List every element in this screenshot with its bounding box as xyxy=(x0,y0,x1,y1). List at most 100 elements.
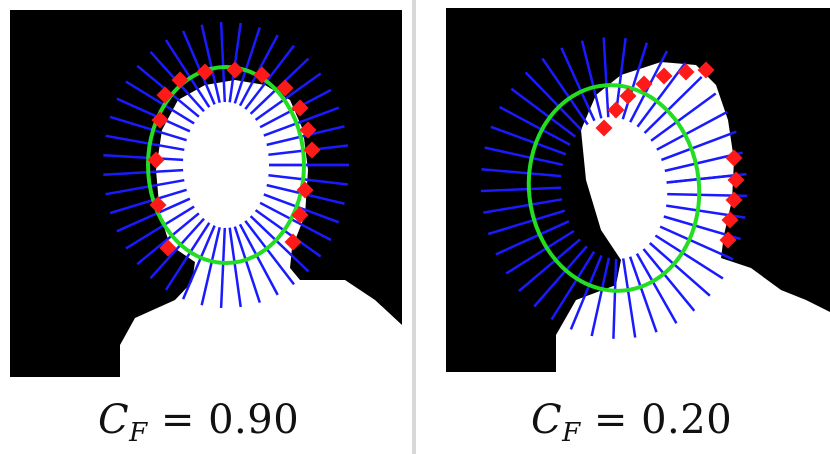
right-normal-line xyxy=(648,242,711,297)
right-normal-line xyxy=(602,37,610,118)
left-contour-point xyxy=(303,141,321,159)
left-contour-point xyxy=(296,181,314,199)
left-contour-point xyxy=(291,206,309,224)
right-silhouette xyxy=(556,62,830,372)
left-normal-line xyxy=(268,173,349,186)
right-contour-point xyxy=(619,87,637,105)
right-normal-line xyxy=(580,40,603,119)
left-contour-point xyxy=(284,233,302,251)
left-caption-symbol: C xyxy=(98,397,130,443)
right-normal-line xyxy=(541,57,589,126)
right-contour-point xyxy=(727,171,745,189)
right-fitted-ellipse xyxy=(526,83,702,293)
left-normal-line xyxy=(233,27,261,104)
right-contour-point xyxy=(725,149,743,167)
right-normal-line xyxy=(490,125,567,156)
left-normal-line xyxy=(125,205,195,250)
left-normal-line xyxy=(105,178,185,196)
right-normal-line xyxy=(621,258,637,338)
left-fitted-ellipse xyxy=(146,65,306,265)
right-normal-line xyxy=(480,186,561,193)
left-normal-line xyxy=(116,197,191,233)
right-contour-points xyxy=(595,61,745,249)
left-normal-line xyxy=(109,188,187,215)
left-normal-line xyxy=(249,215,310,273)
left-contour-point xyxy=(196,63,214,81)
right-contour-point xyxy=(595,119,613,137)
right-normal-line xyxy=(481,167,562,178)
left-contour-point xyxy=(226,61,244,79)
panel-right: CF = 0.20 xyxy=(416,0,830,454)
right-normal-line xyxy=(636,61,687,128)
right-caption-equals: = xyxy=(593,397,628,443)
left-normal-line xyxy=(103,153,184,162)
left-contour-point xyxy=(276,79,294,97)
left-normal-line xyxy=(200,227,221,306)
left-normal-line xyxy=(238,223,279,296)
right-normal-line xyxy=(533,245,588,308)
right-normal-line xyxy=(650,92,717,142)
left-silhouette-image xyxy=(10,10,402,377)
left-normal-line xyxy=(109,115,187,142)
left-caption-value: 0.90 xyxy=(208,397,300,443)
right-normal-line xyxy=(550,251,596,321)
left-normal-line xyxy=(149,217,205,280)
left-normal-line xyxy=(254,209,322,258)
right-contour-point xyxy=(655,67,673,85)
left-contour-point xyxy=(253,66,271,84)
left-contour-point xyxy=(156,86,174,104)
left-contour-point xyxy=(151,111,169,129)
right-normal-line xyxy=(654,234,724,280)
right-normal-line xyxy=(505,229,575,275)
right-normal-line xyxy=(612,258,618,339)
right-normal-line xyxy=(560,47,596,122)
left-normal-line xyxy=(181,225,216,300)
left-normal-line xyxy=(233,226,261,303)
left-contour-point xyxy=(299,121,317,139)
left-caption-subscript: F xyxy=(129,418,148,448)
left-normal-line xyxy=(254,72,322,121)
left-caption-equals: = xyxy=(160,397,195,443)
right-normal-line xyxy=(643,76,703,134)
right-contour-point xyxy=(697,61,715,79)
left-contour-points xyxy=(147,61,321,257)
right-normal-line xyxy=(518,238,581,292)
left-caption: CF = 0.90 xyxy=(98,397,299,448)
right-contour-point xyxy=(607,101,625,119)
left-normal-line xyxy=(103,168,184,177)
right-normal-line xyxy=(499,105,571,146)
right-normal-line xyxy=(487,209,566,236)
left-normal-line xyxy=(136,212,200,266)
left-normal-line xyxy=(125,80,195,125)
left-normal-line xyxy=(200,24,221,103)
panel-divider xyxy=(412,0,416,454)
right-normal-line xyxy=(495,220,570,256)
right-normal-lines xyxy=(480,37,748,339)
left-normal-line xyxy=(259,201,332,242)
panel-left: CF = 0.90 xyxy=(0,0,412,454)
left-normal-line xyxy=(164,39,211,108)
left-normal-line xyxy=(181,30,216,105)
left-normal-line xyxy=(105,134,185,152)
right-normal-line xyxy=(659,225,734,261)
right-normal-line xyxy=(642,248,696,312)
right-caption-symbol: C xyxy=(531,397,563,443)
right-normal-line xyxy=(510,87,577,138)
left-contour-point xyxy=(291,99,309,117)
right-normal-line xyxy=(656,110,728,151)
left-contour-point xyxy=(149,196,167,214)
right-contour-point xyxy=(725,191,743,209)
left-normal-line xyxy=(219,22,227,103)
right-normal-line xyxy=(482,198,563,214)
right-normal-line xyxy=(621,42,649,120)
right-normal-line xyxy=(569,255,603,330)
right-normal-line xyxy=(635,252,678,324)
right-normal-line xyxy=(628,256,658,333)
right-contour-point xyxy=(719,231,737,249)
left-normal-line xyxy=(219,227,227,308)
left-contour-point xyxy=(147,151,165,169)
right-normal-line xyxy=(484,146,564,167)
left-normal-line xyxy=(244,44,295,110)
right-caption-subscript: F xyxy=(562,418,581,448)
right-caption: CF = 0.20 xyxy=(531,397,732,448)
